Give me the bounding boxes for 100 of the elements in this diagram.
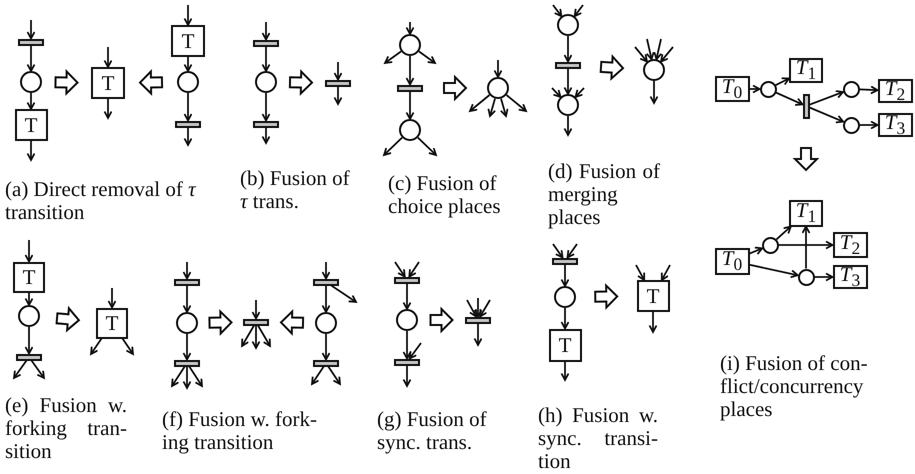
transition-bar [175, 120, 201, 128]
transition-bar [394, 276, 420, 284]
arrow [182, 286, 192, 313]
arrow [776, 226, 792, 240]
transition-bar [555, 62, 581, 68]
arrow [26, 141, 36, 161]
arrow [262, 128, 270, 144]
place-circle [762, 236, 778, 254]
arrow [552, 243, 564, 258]
arrow [560, 308, 570, 330]
hollow-arrow [288, 69, 314, 96]
arrow [384, 50, 402, 64]
arrow [394, 262, 406, 278]
arrow [24, 240, 34, 262]
transition-box: T [14, 109, 48, 141]
arrow [182, 262, 192, 280]
hollow-arrow [138, 69, 164, 96]
arrow [330, 284, 357, 303]
transition-bar [253, 120, 279, 128]
arrow [474, 298, 482, 318]
arrow [122, 338, 134, 355]
arrow [322, 262, 330, 280]
place-circle [20, 71, 42, 93]
transition-bar [313, 278, 339, 286]
hollow-arrow [443, 74, 468, 102]
arrow [30, 360, 45, 379]
arrow [24, 327, 34, 354]
arrow [90, 338, 102, 355]
arrow [402, 284, 412, 310]
arrow [560, 362, 570, 381]
arrow [494, 60, 502, 78]
arrow [635, 264, 646, 281]
arrow [24, 292, 34, 306]
arrow [564, 116, 572, 136]
arrow [108, 288, 116, 308]
place-circle [842, 116, 860, 134]
caption: (h) Fusion w. sync. transi- tion [538, 404, 658, 473]
transition-box: T [96, 308, 128, 338]
arrow [564, 36, 572, 62]
transition-box: T$_{3}$ [878, 113, 912, 137]
arrow [749, 264, 799, 278]
arrow [809, 106, 844, 124]
place-circle [315, 312, 337, 334]
caption: (a) Direct removal of τ transition [5, 178, 198, 224]
arrow [311, 366, 324, 385]
arrow [479, 300, 491, 318]
arrow [334, 62, 342, 80]
transition-box: T$_{2}$ [878, 79, 912, 103]
arrow [775, 77, 790, 86]
arrow [182, 334, 192, 360]
arrow [646, 38, 654, 60]
hollow-arrow [600, 54, 624, 81]
arrow [104, 47, 112, 68]
arrow [184, 128, 192, 146]
place-circle [557, 94, 579, 116]
arrow [322, 286, 330, 313]
caption: (i) Fusion of con- flict/concurrency places [720, 352, 869, 421]
transition-bar [253, 40, 279, 46]
transition-bar [174, 278, 200, 286]
caption: (f) Fusion w. fork- ing transition [162, 408, 318, 454]
arrow [488, 98, 496, 117]
transition-box: T [548, 328, 582, 362]
caption: (b) Fusion of τ trans. [240, 167, 351, 213]
arrow [406, 22, 414, 35]
arrow [634, 46, 648, 62]
transition-bar [18, 38, 44, 46]
place-circle [760, 80, 776, 98]
place-circle [842, 80, 860, 98]
arrow [184, 57, 192, 72]
arrow [26, 46, 36, 72]
transition-box: T$_{1}$ [789, 58, 823, 82]
arrow [506, 94, 527, 112]
transition-bar [802, 94, 810, 118]
arrow [859, 86, 878, 94]
hollow-arrow [430, 306, 454, 334]
arrow [654, 38, 662, 60]
transition-box: T [171, 25, 205, 57]
arrow [26, 20, 36, 40]
arrow [104, 99, 112, 119]
transition-box: T [13, 262, 45, 292]
arrow [406, 56, 414, 86]
arrow [328, 366, 341, 385]
arrow [26, 93, 36, 110]
hollow-arrow [56, 306, 80, 333]
arrow [574, 87, 585, 98]
place-circle [487, 77, 509, 99]
arrow [552, 4, 562, 18]
arrow [648, 312, 658, 333]
arrow [660, 264, 671, 281]
hollow-arrow [280, 309, 304, 336]
arrow [252, 300, 260, 320]
caption: (g) Fusion of sync. trans. [377, 408, 488, 454]
transition-bar [313, 360, 339, 366]
transition-box: T$_{1}$ [789, 200, 823, 226]
hollow-arrow [792, 147, 820, 172]
transition-bar [394, 358, 420, 366]
arrow [802, 226, 810, 268]
arrow [262, 93, 270, 122]
arrow [466, 300, 477, 318]
arrow [469, 94, 490, 112]
